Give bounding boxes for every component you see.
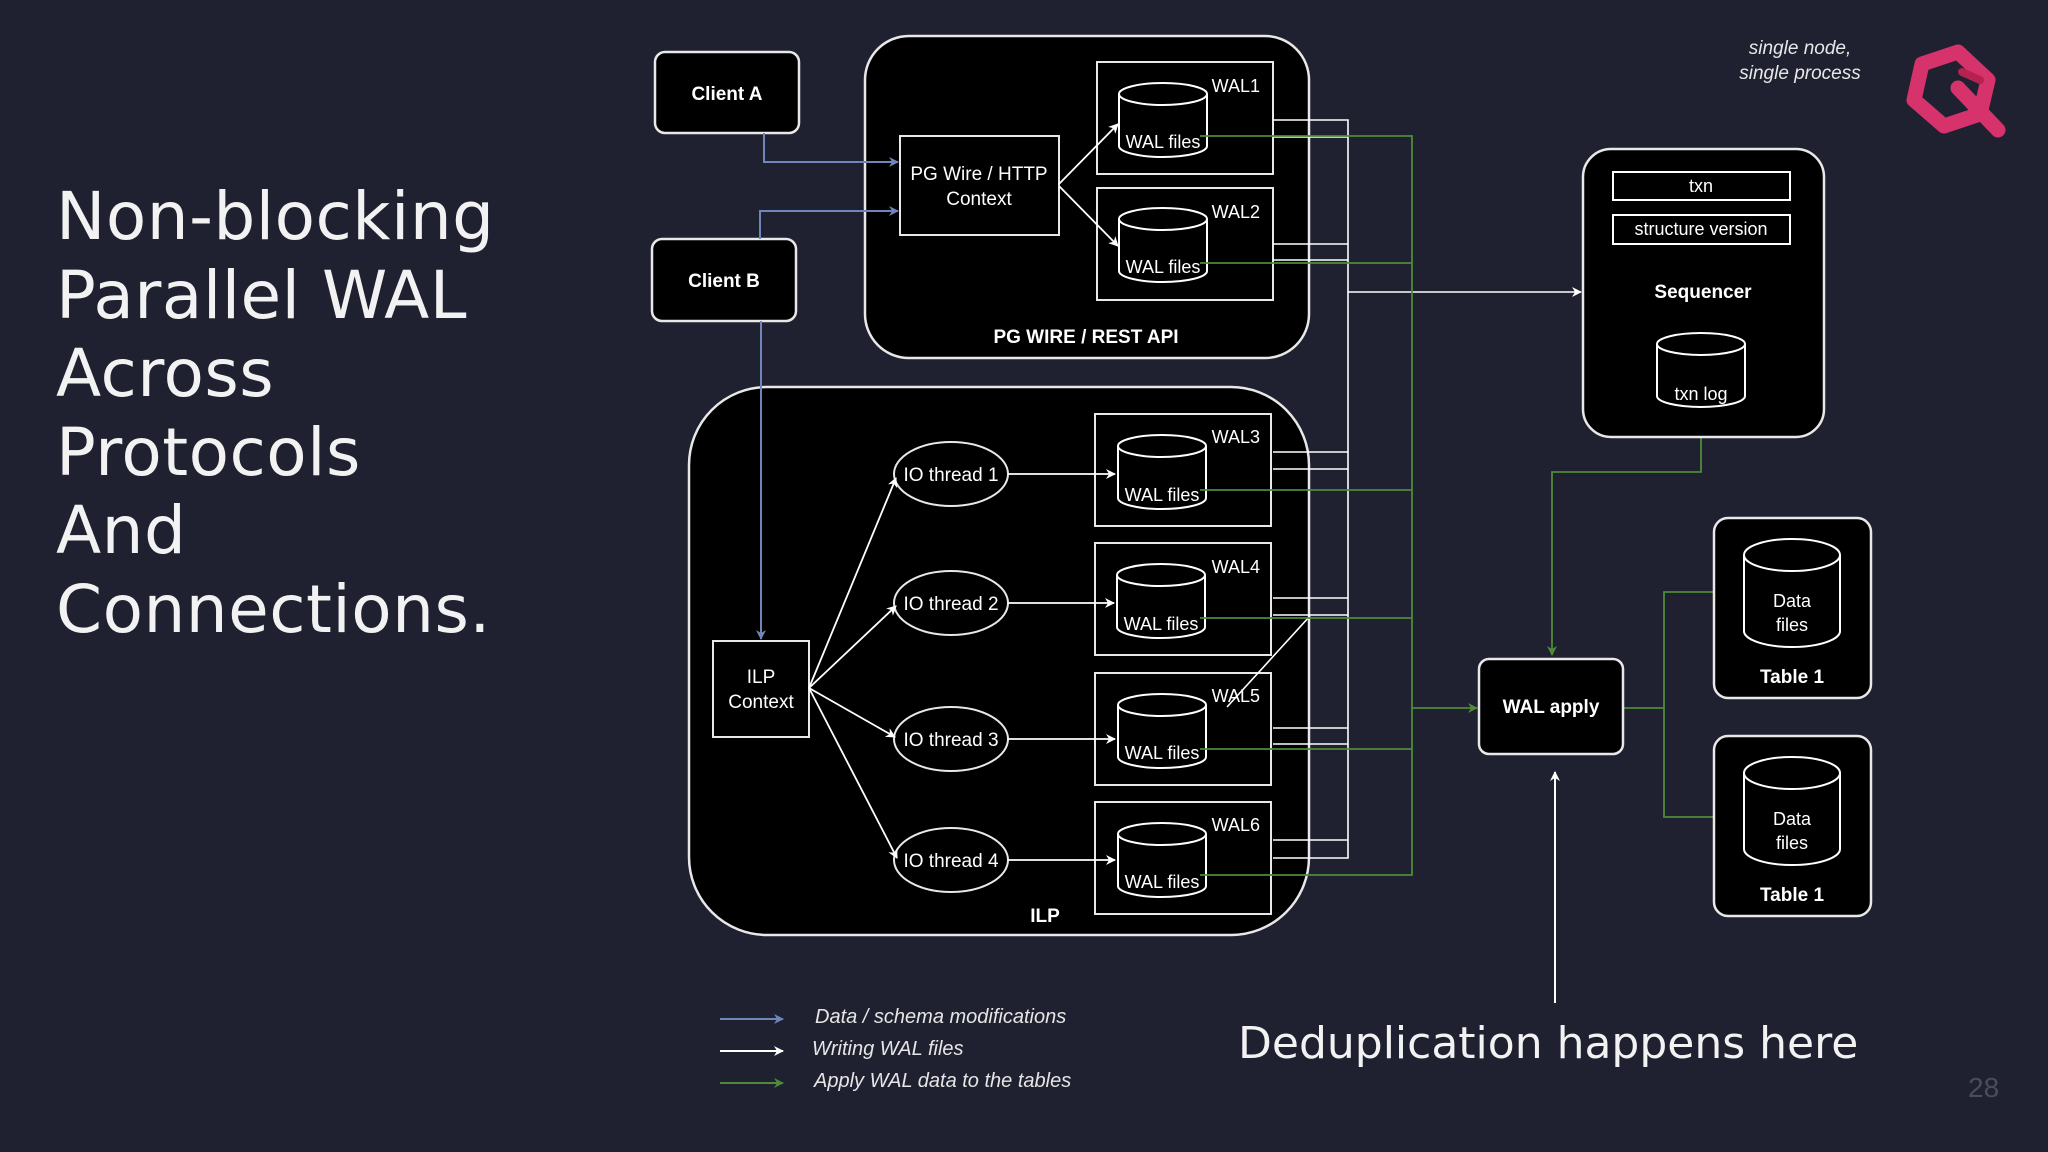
sequencer-txn-field bbox=[1612, 171, 1791, 201]
pg-wire-http-context bbox=[899, 135, 1060, 236]
wal3-label: WAL3 bbox=[1212, 427, 1260, 447]
client-b-to-pg-arrow bbox=[759, 206, 899, 239]
pg-to-wal2-arrow bbox=[1058, 185, 1119, 247]
table-2-name: Table 1 bbox=[1760, 885, 1824, 906]
wal-apply-label: WAL apply bbox=[1503, 697, 1600, 718]
io-thread-1: IO thread 1 bbox=[893, 441, 1009, 507]
ilp-to-thread2-arrow bbox=[808, 605, 897, 689]
client-a-label: Client A bbox=[691, 84, 762, 105]
title-line-6: Connections. bbox=[56, 570, 491, 648]
table-1-files-line-2: files bbox=[1776, 615, 1808, 635]
page-number: 28 bbox=[1968, 1072, 2000, 1103]
wal4-label: WAL4 bbox=[1212, 557, 1260, 577]
slide-title: Non-blocking Parallel WAL Across Protoco… bbox=[56, 178, 495, 649]
ilp-to-thread1-arrow bbox=[808, 477, 898, 689]
sequencer-title: Sequencer bbox=[1654, 282, 1752, 303]
wal-apply-box bbox=[1477, 657, 1625, 756]
io-thread-4: IO thread 4 bbox=[893, 827, 1009, 893]
io-thread-1-label: IO thread 1 bbox=[903, 465, 998, 486]
questdb-logo-icon bbox=[1906, 44, 2006, 138]
legend-data-label: Data / schema modifications bbox=[815, 1006, 1067, 1028]
wal1-box: WAL1 WAL files bbox=[1096, 61, 1274, 175]
table-2-data-files-cylinder bbox=[1743, 756, 1841, 866]
ilp-group-label: ILP bbox=[1030, 906, 1060, 927]
wal2-label: WAL2 bbox=[1212, 202, 1260, 222]
sequencer-to-apply-arrow bbox=[1547, 433, 1702, 656]
table-1-files-line-1: Data bbox=[1773, 591, 1812, 611]
io-thread-4-label: IO thread 4 bbox=[903, 851, 998, 872]
sequencer-structure-field bbox=[1612, 214, 1791, 245]
wal1-files-label: WAL files bbox=[1126, 132, 1201, 152]
sequencer-txn-label: txn bbox=[1689, 176, 1713, 196]
pg-to-wal1-arrow bbox=[1058, 123, 1119, 185]
table-2-files-line-2: files bbox=[1776, 833, 1808, 853]
wal6-files-label: WAL files bbox=[1125, 872, 1200, 892]
wal5-box: WAL5 WAL files bbox=[1094, 672, 1272, 786]
pg-context-line-1: PG Wire / HTTP bbox=[910, 164, 1047, 185]
table-1-data-files-cylinder bbox=[1743, 538, 1841, 648]
wal2-box: WAL2 WAL files bbox=[1096, 187, 1274, 301]
sequencer-structure-label: structure version bbox=[1634, 219, 1767, 239]
io-thread-2-label: IO thread 2 bbox=[903, 594, 998, 615]
ilp-context bbox=[712, 640, 810, 738]
wal4-files-label: WAL files bbox=[1124, 614, 1199, 634]
wal6-label: WAL6 bbox=[1212, 815, 1260, 835]
deployment-note-line-1: single node, bbox=[1748, 38, 1852, 59]
wal2-files-label: WAL files bbox=[1126, 257, 1201, 277]
ilp-context-line-2: Context bbox=[728, 692, 794, 713]
apply-wal-lines bbox=[1200, 135, 1745, 876]
title-line-2: Parallel WAL bbox=[56, 256, 468, 334]
deployment-note-line-2: single process bbox=[1739, 63, 1861, 84]
wal6-box: WAL6 WAL files bbox=[1094, 801, 1272, 915]
deduplication-note: Deduplication happens here bbox=[1238, 1018, 1859, 1069]
client-a-to-pg-arrow bbox=[763, 133, 899, 167]
wal-to-sequencer-bus bbox=[1226, 119, 1582, 859]
client-b-label: Client B bbox=[688, 271, 760, 292]
wal3-box: WAL3 WAL files bbox=[1094, 413, 1272, 527]
ilp-to-thread3-arrow bbox=[808, 687, 896, 738]
wal5-files-label: WAL files bbox=[1125, 743, 1200, 763]
io-thread-3: IO thread 3 bbox=[893, 706, 1009, 772]
wal4-box: WAL4 WAL files bbox=[1094, 542, 1272, 656]
title-line-4: Protocols bbox=[56, 413, 361, 491]
pg-group-label: PG WIRE / REST API bbox=[993, 327, 1178, 348]
deployment-note: single node, single process bbox=[1700, 36, 1900, 86]
write-wal-arrows bbox=[808, 123, 1119, 865]
wal5-label: WAL5 bbox=[1212, 686, 1260, 706]
io-thread-3-label: IO thread 3 bbox=[903, 730, 998, 751]
legend-write-label: Writing WAL files bbox=[812, 1038, 964, 1060]
title-line-3: Across bbox=[56, 335, 275, 412]
client-a-box bbox=[653, 50, 801, 135]
wal3-files-label: WAL files bbox=[1125, 485, 1200, 505]
txn-log-label: txn log bbox=[1674, 384, 1727, 404]
wal1-label: WAL1 bbox=[1212, 76, 1260, 96]
title-line-5: And bbox=[56, 492, 187, 569]
table-2-files-line-1: Data bbox=[1773, 809, 1812, 829]
client-b-box bbox=[650, 237, 798, 323]
table-1-name: Table 1 bbox=[1760, 667, 1824, 688]
legend-apply-label: Apply WAL data to the tables bbox=[814, 1070, 1072, 1092]
pg-context-line-2: Context bbox=[946, 189, 1012, 210]
io-thread-2: IO thread 2 bbox=[893, 570, 1009, 636]
ilp-to-thread4-arrow bbox=[808, 687, 898, 859]
ilp-context-line-1: ILP bbox=[747, 667, 776, 688]
title-line-1: Non-blocking bbox=[56, 178, 495, 255]
